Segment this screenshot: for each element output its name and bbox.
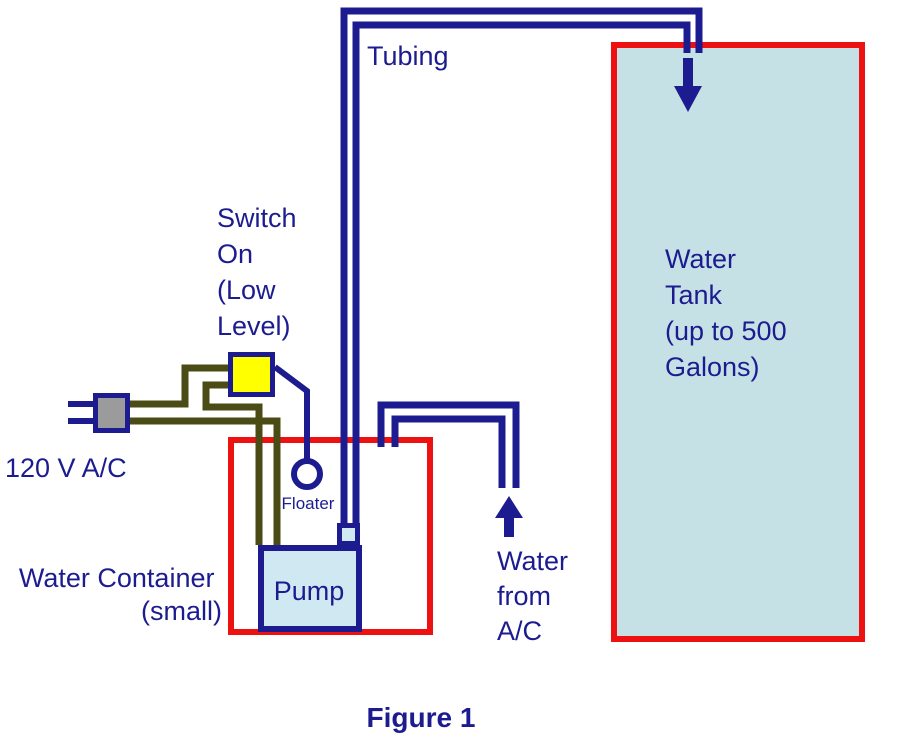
pump-outlet-connector [337, 523, 360, 546]
pump-label: Pump [274, 576, 345, 606]
figure-caption: Figure 1 [367, 702, 476, 733]
tubing-label: Tubing [367, 41, 449, 71]
pump-body [258, 545, 362, 632]
switch-to-floater-wire [273, 364, 310, 459]
water-tank-label: Water Tank (up to 500 Galons) [665, 244, 794, 382]
plug-to-pump-wire [130, 417, 281, 545]
water-container-label: Water Container (small) [19, 563, 222, 626]
water-tank [611, 42, 865, 642]
switch-label: Switch On (Low Level) [217, 203, 304, 341]
ac-drain-pipe-outer [377, 401, 520, 488]
switch-box [228, 352, 275, 397]
power-label: 120 V A/C [5, 453, 127, 483]
switch-to-pump-wire [202, 381, 263, 545]
tubing-pipe-inner [352, 21, 691, 523]
plug-to-switch-wire [130, 364, 228, 408]
tubing-pipe-outer [340, 7, 703, 523]
floater-ball [291, 458, 323, 490]
ac-drain-pipe-inner [391, 415, 506, 488]
power-plug-icon [93, 393, 130, 433]
water-from-ac-label: Water from A/C [497, 546, 576, 646]
down-arrow-icon [674, 58, 702, 112]
up-arrow-icon [495, 496, 523, 537]
floater-label: Floater [282, 494, 335, 513]
